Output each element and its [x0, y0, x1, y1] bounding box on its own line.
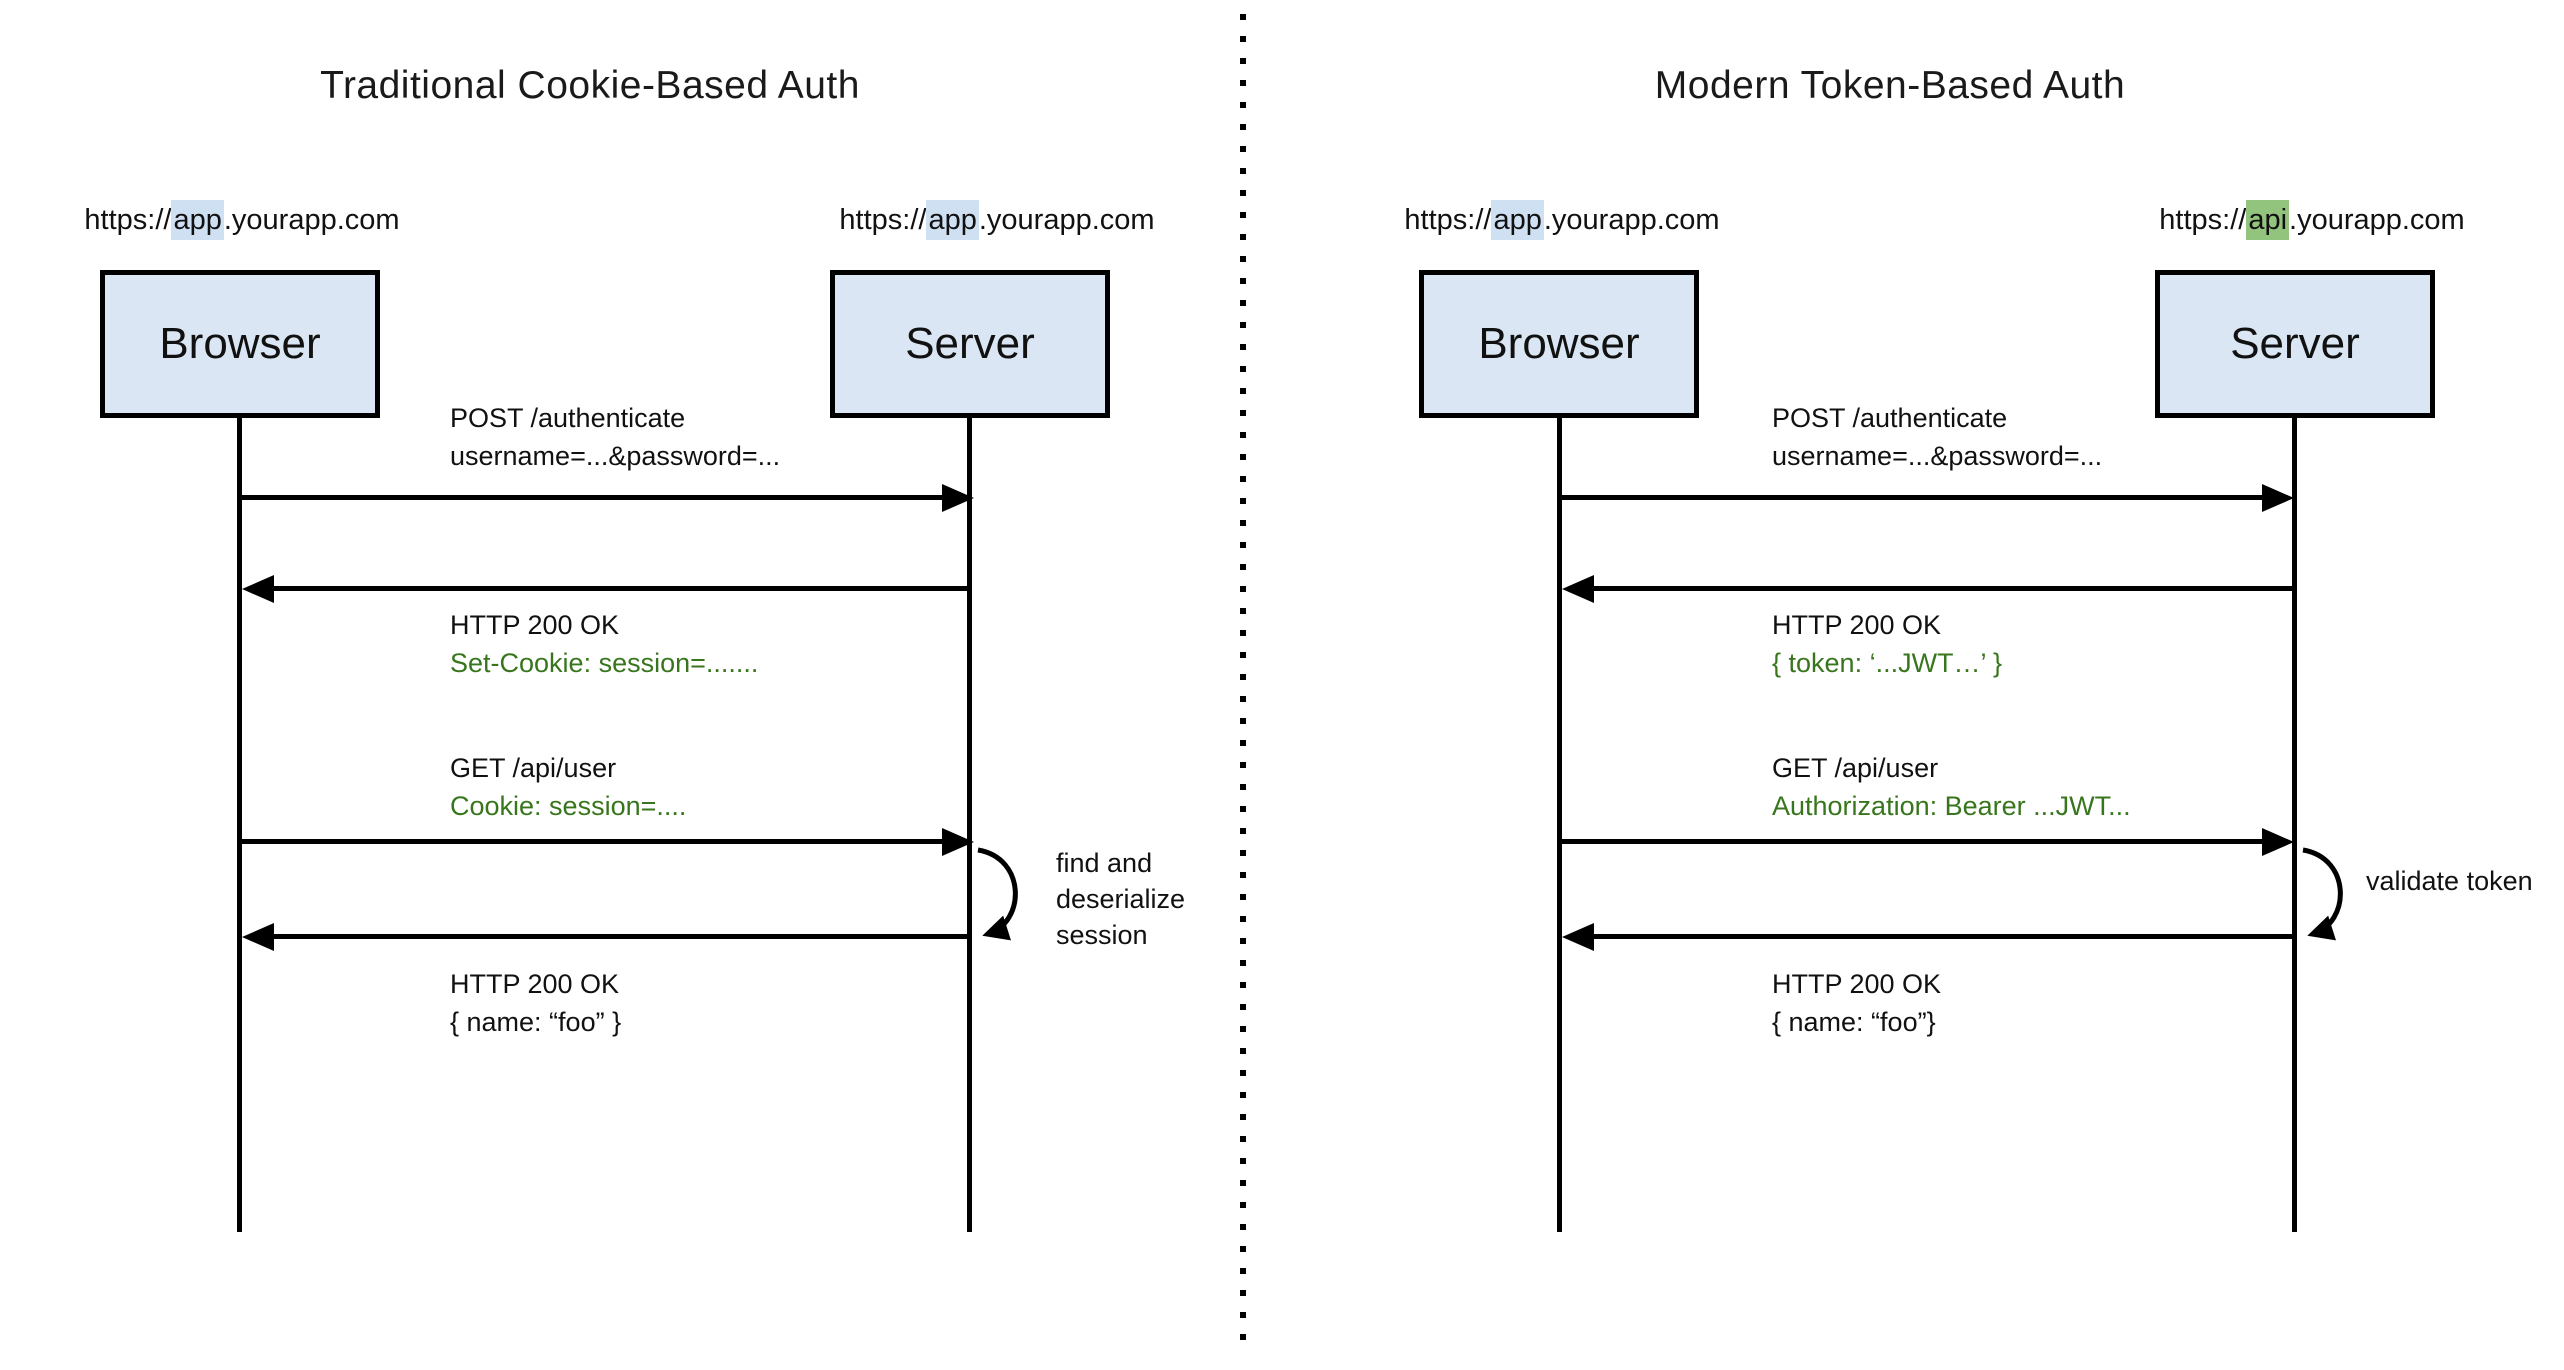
left-message-final-response: HTTP 200 OK { name: “foo” }: [450, 965, 621, 1041]
url-highlight-app: app: [171, 200, 224, 240]
annotation-line: find and: [1056, 848, 1153, 878]
url-highlight-app: app: [926, 200, 979, 240]
left-response-arrow-1: [242, 575, 972, 603]
right-browser-lifeline: [1557, 418, 1562, 1232]
arrowhead-right-icon: [942, 828, 974, 856]
url-text: .yourapp.com: [223, 204, 400, 236]
right-browser-box: Browser: [1419, 270, 1699, 418]
url-text: .yourapp.com: [2289, 204, 2465, 236]
left-message-get-api-user: GET /api/user Cookie: session=....: [450, 749, 686, 825]
url-text: https://: [1404, 204, 1492, 236]
browser-box-label: Browser: [159, 319, 321, 368]
message-line: username=...&password=...: [450, 441, 781, 471]
arrow-shaft: [268, 586, 972, 591]
server-box-label: Server: [905, 319, 1035, 368]
message-line: GET /api/user: [450, 753, 617, 783]
left-loop-annotation: find and deserialize session: [1056, 845, 1185, 953]
right-response-arrow-1: [1562, 575, 2292, 603]
annotation-line: session: [1056, 920, 1148, 950]
arrow-shaft: [1588, 934, 2292, 939]
message-line: POST /authenticate: [1772, 403, 2008, 433]
left-browser-lifeline: [237, 418, 242, 1232]
left-panel-title: Traditional Cookie-Based Auth: [320, 64, 860, 107]
left-browser-url: https://app.yourapp.com: [42, 200, 442, 240]
message-line: username=...&password=...: [1772, 441, 2103, 471]
left-request-arrow-1: [242, 484, 974, 512]
left-browser-box: Browser: [100, 270, 380, 418]
server-box-label: Server: [2230, 319, 2360, 368]
message-line-green: { token: ‘...JWT…’ }: [1772, 648, 2003, 678]
message-line: POST /authenticate: [450, 403, 686, 433]
arrow-shaft: [242, 495, 948, 500]
url-text: .yourapp.com: [1543, 204, 1720, 236]
right-loop-annotation: validate token: [2366, 863, 2533, 899]
right-response-arrow-2: [1562, 923, 2292, 951]
arrowhead-left-icon: [242, 575, 274, 603]
message-line: { name: “foo” }: [450, 1007, 622, 1037]
message-line: HTTP 200 OK: [1772, 610, 1942, 640]
message-line-green: Set-Cookie: session=.......: [450, 648, 759, 678]
left-self-loop-arrow-icon: [977, 847, 1018, 941]
arrowhead-left-icon: [1562, 575, 1594, 603]
browser-box-label: Browser: [1478, 319, 1640, 368]
message-line: HTTP 200 OK: [1772, 969, 1942, 999]
annotation-line: deserialize: [1056, 884, 1186, 914]
right-server-url: https://api.yourapp.com: [2112, 200, 2512, 240]
arrowhead-right-icon: [2262, 484, 2294, 512]
message-line: { name: “foo”}: [1772, 1007, 1936, 1037]
url-text: https://: [84, 204, 172, 236]
message-line-green: Authorization: Bearer ...JWT...: [1772, 791, 2131, 821]
message-line: HTTP 200 OK: [450, 969, 620, 999]
arrow-shaft: [1562, 839, 2268, 844]
right-message-post-authenticate: POST /authenticate username=...&password…: [1772, 399, 2102, 475]
arrowhead-right-icon: [942, 484, 974, 512]
left-message-post-authenticate: POST /authenticate username=...&password…: [450, 399, 780, 475]
url-text: .yourapp.com: [978, 204, 1155, 236]
url-text: https://: [839, 204, 927, 236]
message-line: HTTP 200 OK: [450, 610, 620, 640]
annotation-line: validate token: [2366, 866, 2533, 896]
right-panel-title: Modern Token-Based Auth: [1654, 64, 2126, 107]
arrowhead-left-icon: [1562, 923, 1594, 951]
url-highlight-app: app: [1491, 200, 1544, 240]
right-request-arrow-1: [1562, 484, 2294, 512]
right-message-token-response: HTTP 200 OK { token: ‘...JWT…’ }: [1772, 606, 2002, 682]
message-line-green: Cookie: session=....: [450, 791, 687, 821]
right-message-get-api-user: GET /api/user Authorization: Bearer ...J…: [1772, 749, 2131, 825]
right-server-box: Server: [2155, 270, 2435, 418]
arrow-shaft: [268, 934, 972, 939]
right-browser-url: https://app.yourapp.com: [1362, 200, 1762, 240]
right-self-loop-arrow-icon: [2302, 847, 2343, 941]
left-request-arrow-2: [242, 828, 974, 856]
arrowhead-left-icon: [242, 923, 274, 951]
left-server-box: Server: [830, 270, 1110, 418]
right-request-arrow-2: [1562, 828, 2294, 856]
left-message-set-cookie: HTTP 200 OK Set-Cookie: session=.......: [450, 606, 758, 682]
left-server-url: https://app.yourapp.com: [797, 200, 1197, 240]
right-server-lifeline: [2292, 418, 2297, 1232]
arrow-shaft: [1562, 495, 2268, 500]
arrow-shaft: [242, 839, 948, 844]
panel-divider-dotted-line: [1240, 14, 1246, 1344]
left-response-arrow-2: [242, 923, 972, 951]
url-highlight-api: api: [2246, 200, 2290, 240]
arrow-shaft: [1588, 586, 2292, 591]
url-text: https://: [2159, 204, 2247, 236]
message-line: GET /api/user: [1772, 753, 1939, 783]
left-server-lifeline: [967, 418, 972, 1232]
right-message-final-response: HTTP 200 OK { name: “foo”}: [1772, 965, 1941, 1041]
arrowhead-right-icon: [2262, 828, 2294, 856]
